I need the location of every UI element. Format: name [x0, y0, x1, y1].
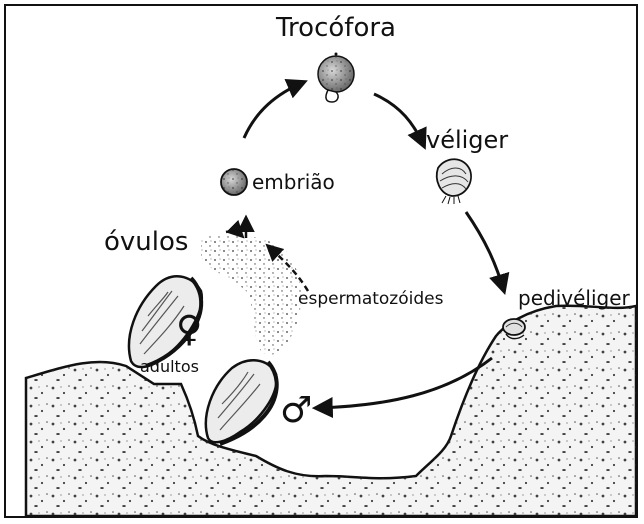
label-sperm: espermatozóides: [298, 289, 444, 309]
female-symbol: ♀: [176, 309, 202, 350]
veliger-larva: [437, 159, 471, 204]
label-trochophore: Trocófora: [275, 13, 396, 43]
arrow-veliger-to-pediveliger: [466, 212, 504, 291]
mussel-life-cycle-diagram: Trocófora véliger embrião óvulos esperma…: [6, 6, 636, 516]
trochophore-larva: [318, 53, 354, 103]
label-veliger: véliger: [426, 126, 508, 154]
diagram-frame: Trocófora véliger embrião óvulos esperma…: [4, 4, 638, 518]
label-pediveliger: pedivéliger: [518, 286, 631, 310]
label-embryo: embrião: [252, 170, 335, 194]
male-symbol: ♂: [280, 390, 312, 431]
label-eggs: óvulos: [104, 227, 188, 257]
label-adults: adultos: [140, 357, 199, 376]
arrow-trochophore-to-veliger: [374, 94, 424, 146]
arrow-embryo-to-trochophore: [244, 82, 304, 138]
male-adult-mussel: [206, 360, 277, 444]
embryo: [221, 169, 247, 195]
sperm-cloud: [201, 234, 301, 354]
seabed: [26, 306, 636, 516]
